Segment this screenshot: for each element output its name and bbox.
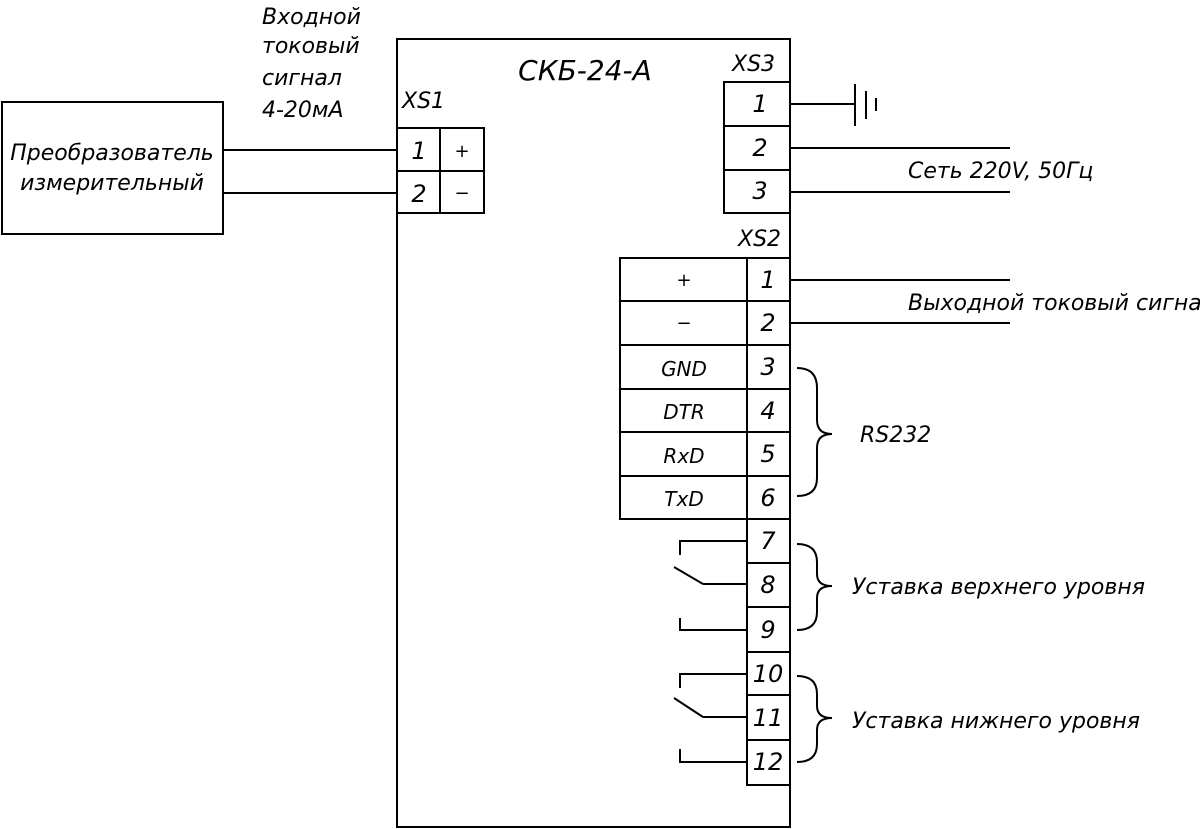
ground-icon xyxy=(790,84,877,126)
xs2-label: XS2 xyxy=(737,227,781,252)
transducer-label-line1: Преобразователь xyxy=(10,141,214,166)
xs2-pin-12: 12 xyxy=(753,748,784,776)
xs1-pin-2: 2 xyxy=(411,180,426,208)
transducer-box xyxy=(1,101,224,235)
rs232-brace xyxy=(796,367,833,497)
xs3-pin-1: 1 xyxy=(752,90,767,118)
lower-level-brace xyxy=(796,675,833,763)
xs1-sign-1: + xyxy=(454,141,469,162)
upper-level-label: Уставка верхнего уровня xyxy=(852,575,1145,600)
xs2-pin-6: 6 xyxy=(760,484,775,512)
xs2-pin-column xyxy=(746,257,791,786)
xs1-connector: XS1 1 + 2 − xyxy=(396,89,485,214)
xs3-label: XS3 xyxy=(731,52,775,77)
input-signal-line3: сигнал xyxy=(262,66,342,91)
xs1-pin-1: 1 xyxy=(411,137,426,165)
xs2-pin-9: 9 xyxy=(760,616,775,644)
input-signal-line1: Входной xyxy=(262,5,361,30)
xs2-pin-11: 11 xyxy=(753,704,784,732)
xs2-pin-8: 8 xyxy=(760,571,775,599)
xs2-pin-5: 5 xyxy=(760,440,775,468)
xs2-signal-plus: + xyxy=(676,270,691,291)
input-signal-line4: 4-20мА xyxy=(262,98,344,123)
input-signal-label: Входной токовый сигнал 4-20мА xyxy=(262,5,361,123)
xs2-connector: XS2 + − GND DTR RxD TxD 1 2 3 4 5 6 xyxy=(619,227,791,786)
xs2-pin-1: 1 xyxy=(760,266,775,294)
xs2-signal-gnd: GND xyxy=(661,357,707,381)
xs3-connector: XS3 1 2 3 xyxy=(723,52,791,214)
xs2-signal-txd: TxD xyxy=(664,487,703,511)
xs2-pin-7: 7 xyxy=(760,527,776,555)
xs2-signal-rxd: RxD xyxy=(663,444,704,468)
xs2-pin-3: 3 xyxy=(760,353,775,381)
input-signal-line2: токовый xyxy=(262,34,360,59)
xs3-pin-3: 3 xyxy=(752,177,767,205)
upper-level-brace xyxy=(796,543,833,631)
xs1-label: XS1 xyxy=(401,89,445,114)
transducer-label-line2: измерительный xyxy=(20,171,204,196)
mains-label: Сеть 220V, 50Гц xyxy=(908,159,1093,184)
xs2-pin-2: 2 xyxy=(760,309,775,337)
transducer-block: Преобразователь измерительный xyxy=(1,101,224,235)
xs2-pin-4: 4 xyxy=(760,397,775,425)
xs2-signal-minus: − xyxy=(676,313,691,334)
lower-level-label: Уставка нижнего уровня xyxy=(852,709,1140,734)
lower-relay-switch-icon xyxy=(673,673,747,763)
upper-relay-switch-icon xyxy=(673,540,747,631)
device-title: СКБ-24-А xyxy=(518,54,652,87)
xs3-pin-2: 2 xyxy=(752,134,767,162)
xs2-pin-10: 10 xyxy=(753,660,784,688)
xs2-signal-dtr: DTR xyxy=(663,400,705,424)
output-signal-label: Выходной токовый сигнал xyxy=(908,291,1200,316)
rs232-label: RS232 xyxy=(860,423,931,448)
xs1-sign-2: − xyxy=(454,183,469,204)
